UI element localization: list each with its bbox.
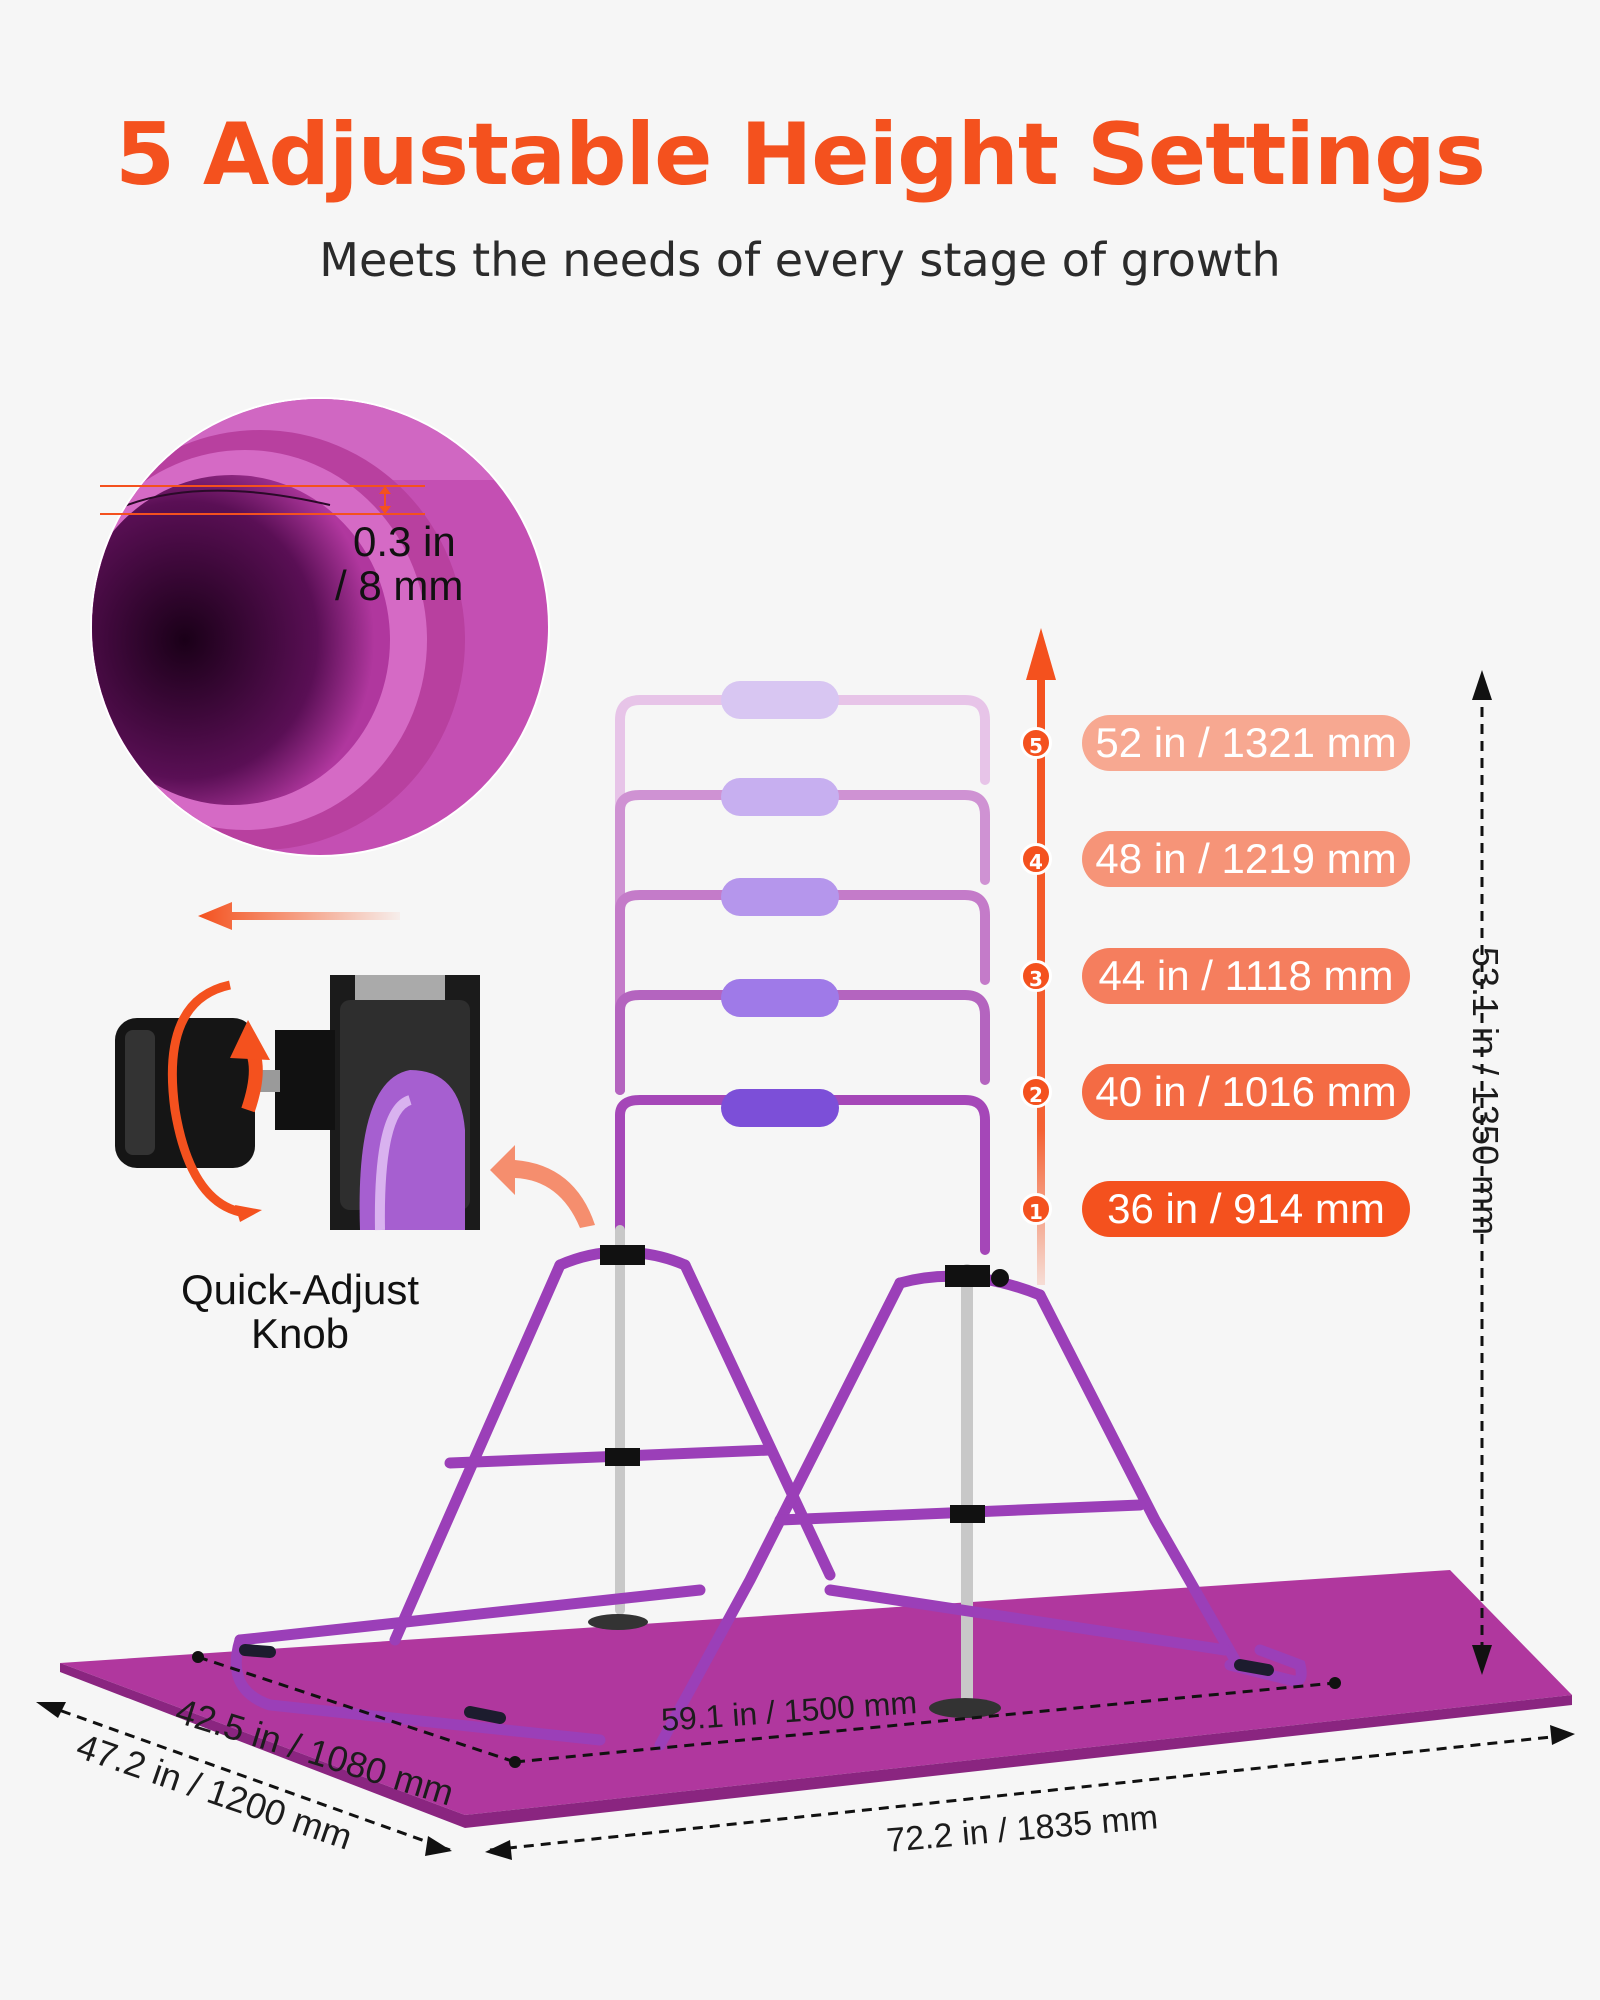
mat-thickness-detail — [90, 397, 550, 857]
knob-label-line1: Quick-Adjust — [180, 1266, 420, 1313]
height-pill: 48 in / 1219 mm — [1082, 831, 1410, 887]
bar-frame — [230, 681, 1307, 1751]
height-pill: 52 in / 1321 mm — [1082, 715, 1410, 771]
height-setting-2: 2 40 in / 1016 mm — [1010, 1064, 1410, 1120]
height-number-badge: 5 — [1020, 727, 1052, 759]
page-title: 5 Adjustable Height Settings — [115, 105, 1486, 205]
height-pill: 40 in / 1016 mm — [1082, 1064, 1410, 1120]
height-number-badge: 1 — [1020, 1193, 1052, 1225]
height-setting-4: 4 48 in / 1219 mm — [1010, 831, 1410, 887]
height-number-badge: 3 — [1020, 960, 1052, 992]
height-number-badge: 2 — [1020, 1076, 1052, 1108]
total-height-dimension — [1472, 670, 1492, 1675]
height-pill: 36 in / 914 mm — [1082, 1181, 1410, 1237]
page-subtitle: Meets the needs of every stage of growth — [319, 233, 1281, 287]
total-height-label: 53.1 in / 1350 mm — [1465, 946, 1506, 1236]
mat-thickness-label: 0.3 in / 8 mm — [335, 520, 463, 608]
height-pill: 44 in / 1118 mm — [1082, 948, 1410, 1004]
knob-label-line2: Knob — [250, 1310, 350, 1357]
curved-arrow-icon — [490, 1145, 595, 1228]
arrow-left-icon — [198, 902, 400, 930]
height-setting-1: 1 36 in / 914 mm — [1010, 1181, 1410, 1237]
knob-label: Quick-Adjust Knob — [150, 1268, 450, 1356]
height-number-badge: 4 — [1020, 843, 1052, 875]
base-dimensions — [44, 1655, 1571, 1852]
height-settings-list: 5 52 in / 1321 mm 4 48 in / 1219 mm 3 44… — [1010, 705, 1410, 1265]
height-setting-3: 3 44 in / 1118 mm — [1010, 948, 1410, 1004]
rotate-icon — [167, 980, 242, 1217]
floor-mat — [60, 1570, 1572, 1815]
mat-thickness-inch: 0.3 in — [353, 518, 456, 565]
height-setting-5: 5 52 in / 1321 mm — [1010, 715, 1410, 771]
mat-thickness-mm: / 8 mm — [335, 562, 464, 609]
